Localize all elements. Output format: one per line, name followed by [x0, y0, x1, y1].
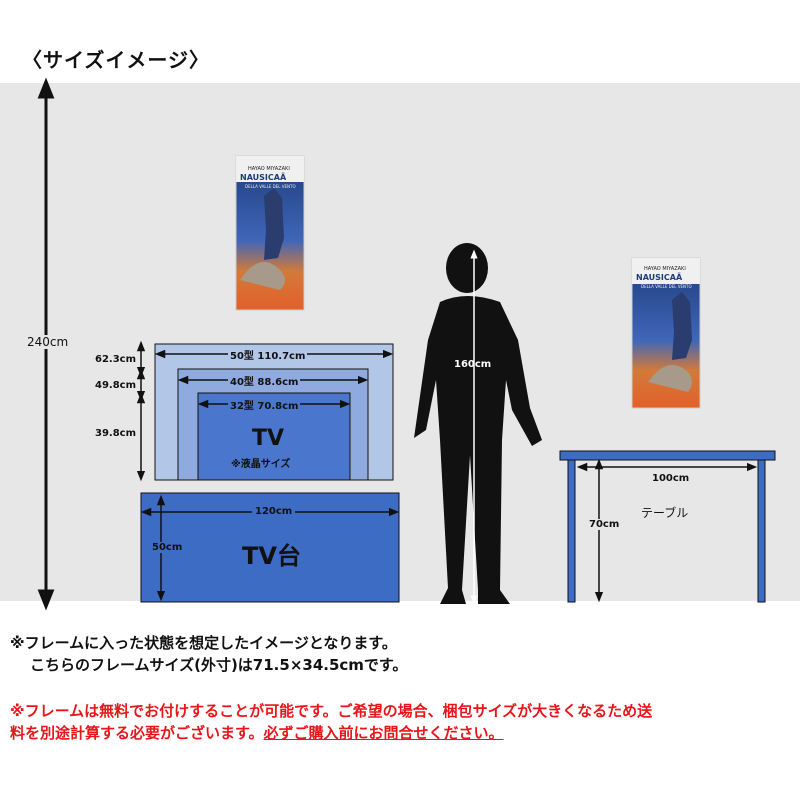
tv-50-height-label: 62.3cm	[95, 354, 137, 365]
frame-note-line1: ※フレームに入った状態を想定したイメージとなります。	[10, 634, 397, 652]
tv-stand-width-label: 120cm	[252, 506, 296, 517]
table-width-label: 100cm	[652, 473, 690, 484]
poster-right-title: NAUSICAÄ	[636, 273, 683, 282]
contact-before-purchase-note: 必ずご購入前にお問合せください。	[263, 724, 504, 742]
poster-large-subtitle: DELLA VALLE DEL VENTO	[245, 184, 296, 189]
page-title: 〈サイズイメージ〉	[22, 48, 210, 72]
table	[559, 450, 776, 603]
table-label: テーブル	[641, 506, 689, 520]
wall-height-label: 240cm	[27, 335, 69, 349]
shipping-note-line2-text: 料を別途計算する必要がございます。	[10, 724, 264, 742]
poster-large-credit: HAYAO MIYAZAKI	[248, 166, 290, 172]
frame-note: ※フレームに入った状態を想定したイメージとなります。 こちらのフレームサイズ(外…	[10, 632, 800, 676]
tv-32-width-label: 32型 70.8cm	[228, 397, 301, 412]
tv-stand-height-label: 50cm	[152, 542, 183, 553]
person-silhouette	[414, 243, 542, 604]
tv-50-width-label: 50型 110.7cm	[228, 347, 308, 362]
tv-32-height-label: 39.8cm	[95, 428, 137, 439]
tv-40-width-label: 40型 88.6cm	[228, 373, 301, 388]
poster-large	[235, 155, 305, 311]
tv-stand-title: TV台	[242, 542, 301, 570]
tv-40-height-label: 49.8cm	[95, 380, 137, 391]
shipping-note-line1: ※フレームは無料でお付けすることが可能です。ご希望の場合、梱包サイズが大きくなる…	[10, 702, 653, 720]
tv-note: ※液晶サイズ	[231, 459, 291, 470]
poster-right-subtitle: DELLA VALLE DEL VENTO	[641, 284, 692, 289]
shipping-note: ※フレームは無料でお付けすることが可能です。ご希望の場合、梱包サイズが大きくなる…	[10, 700, 800, 744]
shipping-note-line2: 料を別途計算する必要がございます。必ずご購入前にお問合せください。	[10, 722, 800, 744]
tv-title: TV	[252, 426, 285, 451]
table-height-label: 70cm	[589, 519, 620, 530]
frame-note-line2: こちらのフレームサイズ(外寸)は71.5×34.5cmです。	[30, 656, 408, 674]
poster-large-title: NAUSICAÄ	[240, 173, 287, 182]
poster-right	[631, 257, 701, 409]
person-height-label: 160cm	[454, 359, 492, 370]
poster-right-credit: HAYAO MIYAZAKI	[644, 266, 686, 272]
